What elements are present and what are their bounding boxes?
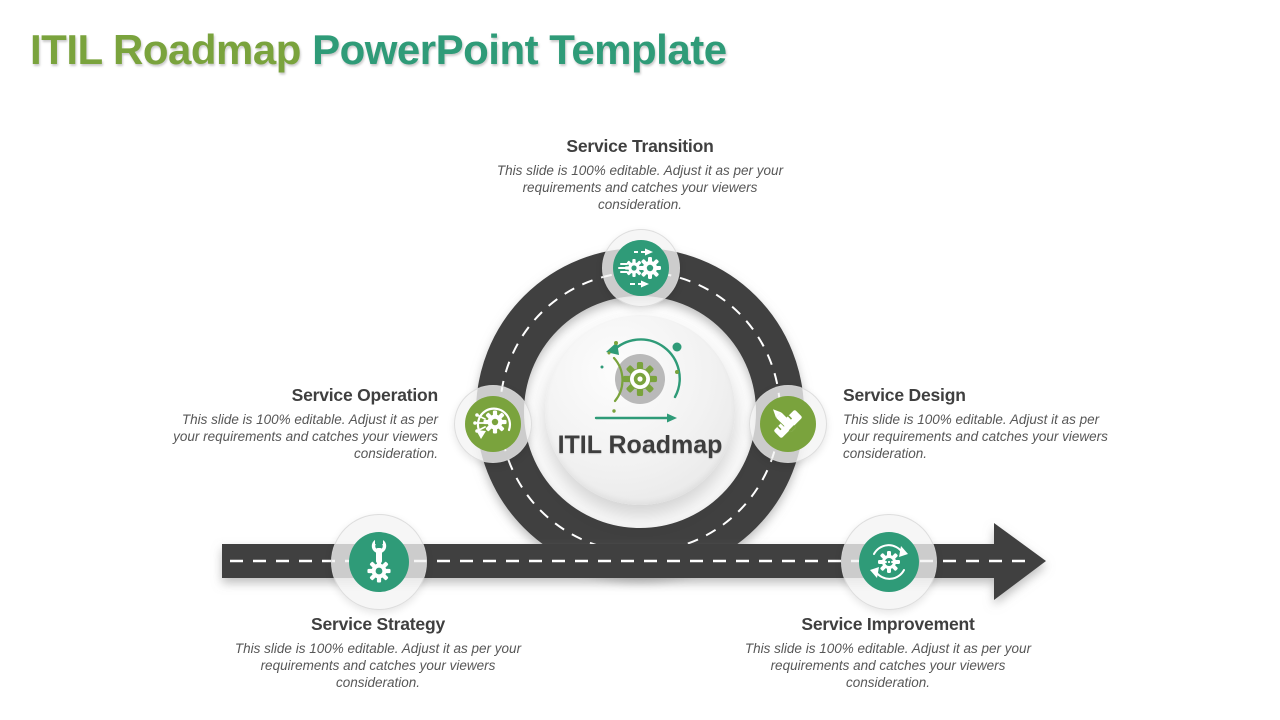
- gear-sync-icon: [473, 407, 512, 439]
- node-service-transition: [602, 229, 680, 307]
- node-service-design: [749, 385, 827, 463]
- title-accent-olive: ITIL Roadmap: [30, 26, 301, 73]
- stage-heading: Service Operation: [291, 385, 439, 405]
- stage-heading: Service Improvement: [801, 614, 975, 634]
- stage-heading: Service Transition: [566, 136, 714, 156]
- stage-description: This slide is 100% editable. Adjust it a…: [496, 163, 784, 212]
- stage-description: This slide is 100% editable. Adjust it a…: [744, 641, 1032, 690]
- wrench-gear-icon: [367, 537, 391, 583]
- node-service-improvement: [841, 514, 937, 610]
- center-circle: ITIL Roadmap: [545, 315, 735, 505]
- stage-heading: Service Strategy: [311, 614, 445, 634]
- service-design-disc: [760, 396, 816, 452]
- stage-description: This slide is 100% editable. Adjust it a…: [843, 412, 1108, 461]
- service-transition-disc: [613, 240, 669, 296]
- service-improvement-disc: [859, 532, 919, 592]
- stage-description: This slide is 100% editable. Adjust it a…: [234, 641, 522, 690]
- stage-text-service-transition: Service Transition This slide is 100% ed…: [490, 136, 790, 213]
- slide-title: ITIL Roadmap PowerPoint Template: [30, 26, 727, 74]
- node-service-strategy: [331, 514, 427, 610]
- service-strategy-disc: [349, 532, 409, 592]
- title-accent-teal: PowerPoint Template: [312, 26, 727, 73]
- center-label: ITIL Roadmap: [557, 431, 723, 459]
- node-service-operation: [454, 385, 532, 463]
- stage-text-service-improvement: Service Improvement This slide is 100% e…: [738, 614, 1038, 691]
- stage-text-service-strategy: Service Strategy This slide is 100% edit…: [228, 614, 528, 691]
- stage-text-service-design: Service Design This slide is 100% editab…: [843, 385, 1123, 462]
- stage-heading: Service Design: [843, 385, 966, 405]
- stage-description: This slide is 100% editable. Adjust it a…: [173, 412, 438, 461]
- gear-refresh-icon: [870, 544, 908, 580]
- stage-text-service-operation: Service Operation This slide is 100% edi…: [158, 385, 438, 462]
- service-operation-disc: [465, 396, 521, 452]
- gear-cycle-icon: [594, 338, 682, 423]
- pencil-ruler-icon: [773, 409, 802, 438]
- gears-flow-icon: [618, 248, 661, 288]
